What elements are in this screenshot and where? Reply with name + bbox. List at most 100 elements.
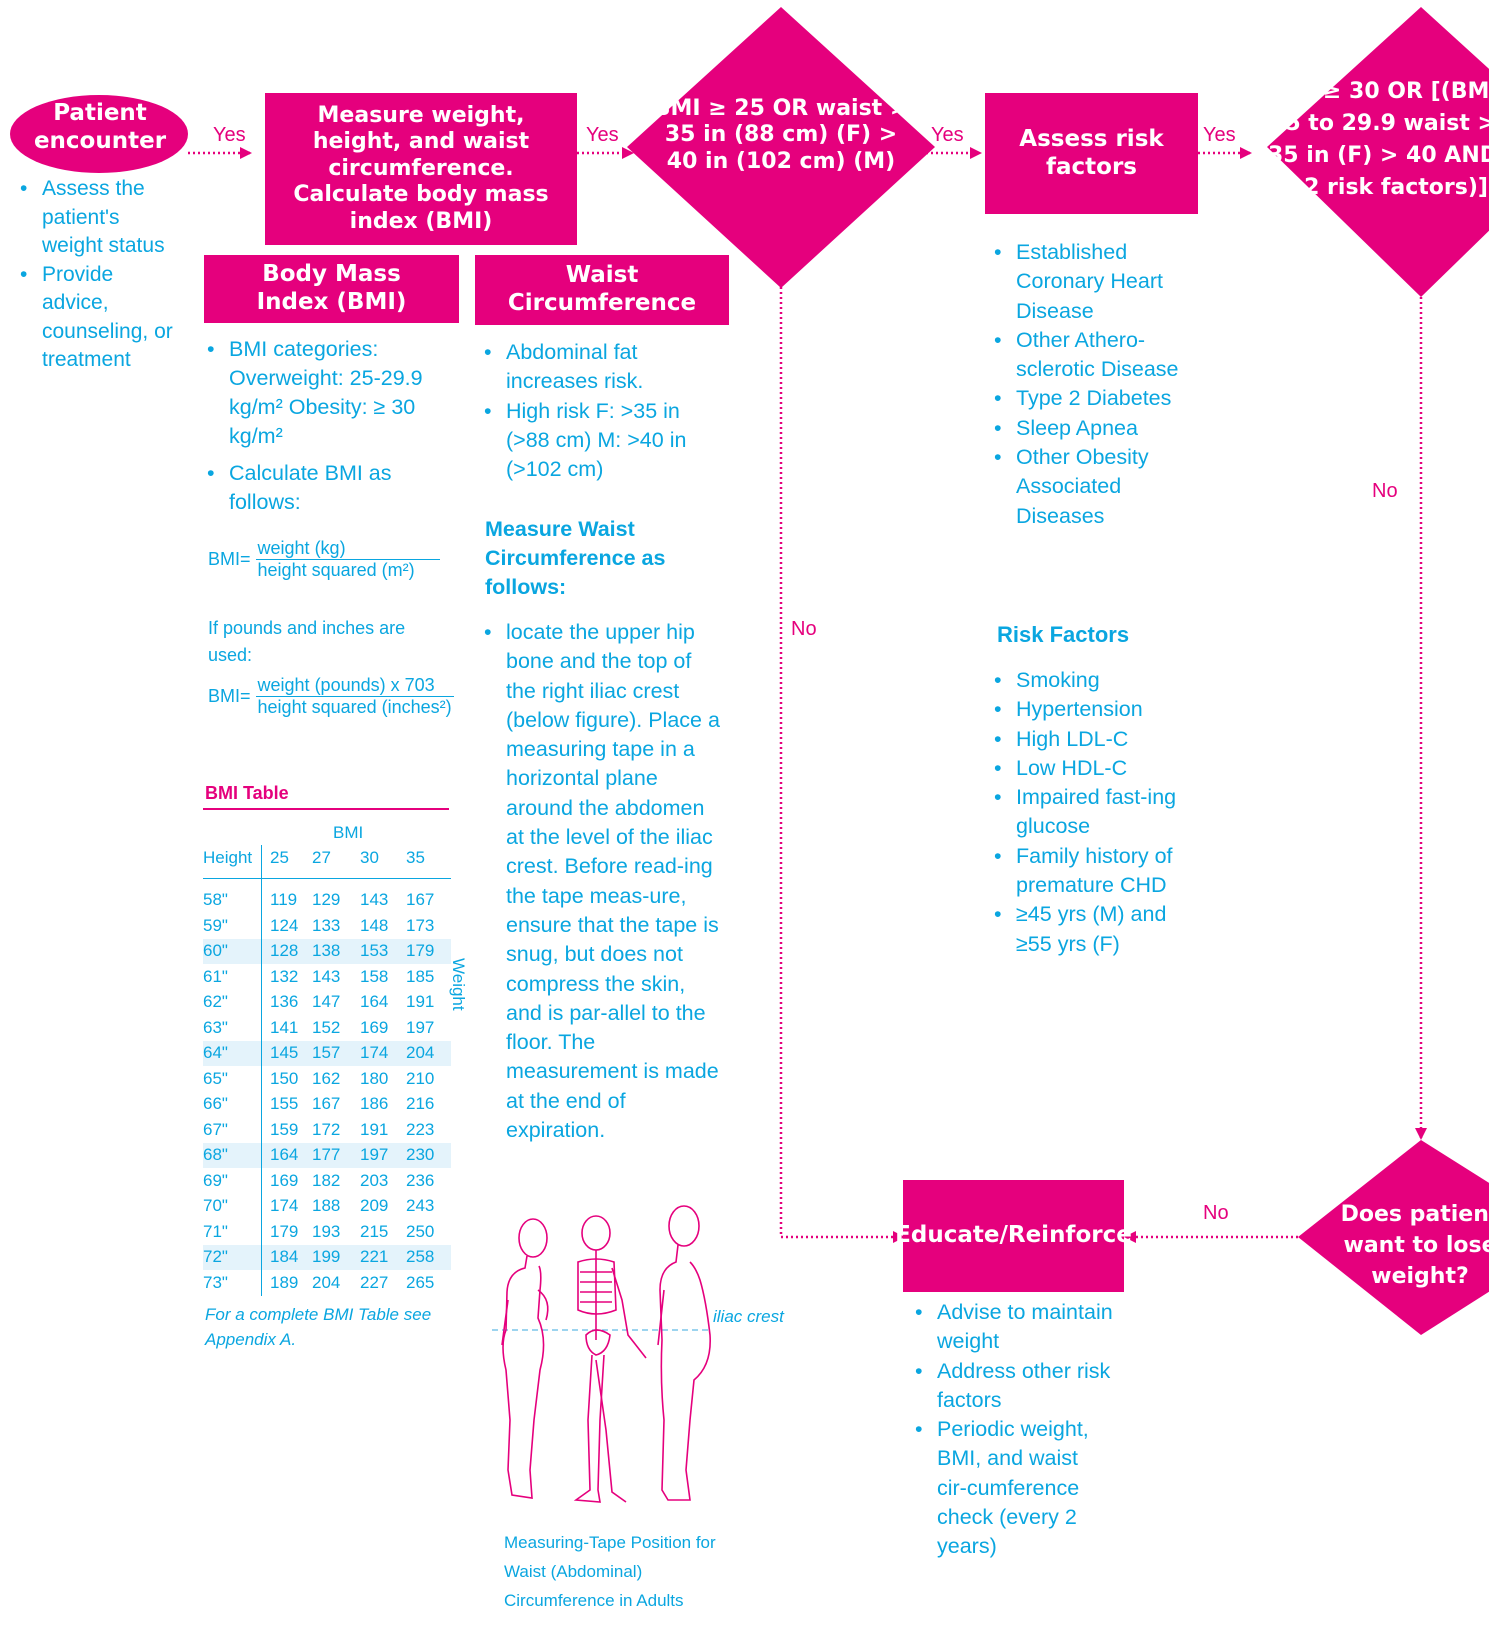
list-item: Address other risk factors bbox=[913, 1357, 1113, 1416]
weight-cell: 215 bbox=[360, 1221, 389, 1241]
weight-cell: 164 bbox=[261, 1142, 312, 1168]
height-cell: 58" bbox=[203, 890, 228, 910]
weight-cell: 216 bbox=[406, 1094, 435, 1114]
list-item: Hypertension bbox=[992, 695, 1192, 725]
height-cell: 59" bbox=[203, 915, 228, 935]
weight-cell: 169 bbox=[261, 1168, 312, 1194]
weight-cell: 184 bbox=[261, 1244, 312, 1270]
col-header: 35 bbox=[406, 847, 425, 867]
pounds-note: If pounds and inches are used: bbox=[208, 618, 406, 665]
risk-factors-heading: Risk Factors bbox=[997, 622, 1130, 647]
decision-diamond-risk bbox=[1267, 7, 1489, 297]
list-item: High risk F: >35 in (>88 cm) M: >40 in (… bbox=[482, 397, 722, 485]
no-label-diamond2: No bbox=[1372, 480, 1398, 502]
list-item: Provide advice, counseling, or treatment bbox=[18, 261, 178, 375]
waist-steps-bullets: locate the upper hip bone and the top of… bbox=[482, 618, 727, 1145]
yes-label-1: Yes bbox=[213, 124, 246, 146]
weight-cell: 174 bbox=[261, 1193, 312, 1219]
list-item: Sleep Apnea bbox=[992, 414, 1192, 444]
height-cell: 70" bbox=[203, 1196, 228, 1216]
weight-cell: 227 bbox=[360, 1272, 389, 1292]
weight-cell: 204 bbox=[312, 1272, 341, 1292]
weight-cell: 132 bbox=[261, 964, 312, 990]
bmi-table-bmi-header: BMI bbox=[333, 823, 364, 842]
weight-cell: 209 bbox=[360, 1196, 389, 1216]
weight-cell: 152 bbox=[312, 1017, 341, 1037]
weight-cell: 155 bbox=[261, 1091, 312, 1117]
weight-cell: 193 bbox=[312, 1221, 341, 1241]
height-cell: 60" bbox=[203, 938, 262, 964]
bmi-box-header: Body Mass Index (BMI) bbox=[204, 255, 459, 323]
weight-cell: 128 bbox=[261, 938, 312, 964]
patient-encounter-node bbox=[10, 95, 188, 173]
no-label-diamond3: No bbox=[1203, 1202, 1229, 1224]
weight-cell: 197 bbox=[360, 1142, 406, 1168]
height-cell: 65" bbox=[203, 1068, 228, 1088]
height-header: Height bbox=[203, 847, 253, 867]
weight-cell: 164 bbox=[360, 992, 389, 1012]
yes-label-2: Yes bbox=[586, 124, 619, 146]
height-cell: 71" bbox=[203, 1221, 228, 1241]
diamond2-text: BMI ≥ 30 OR [(BMI 25 to 29.9 waist > 35 … bbox=[1268, 79, 1489, 200]
height-cell: 63" bbox=[203, 1017, 228, 1037]
list-item: Assess the patient's weight status bbox=[18, 175, 178, 261]
weight-cell: 223 bbox=[406, 1119, 435, 1139]
col-header: 27 bbox=[312, 847, 331, 867]
list-item: Family history of premature CHD bbox=[992, 842, 1192, 901]
col-header: 30 bbox=[360, 847, 379, 867]
weight-cell: 167 bbox=[312, 1094, 341, 1114]
weight-cell: 258 bbox=[406, 1244, 451, 1270]
height-cell: 62" bbox=[203, 992, 228, 1012]
patient-encounter-title: Patient encounter bbox=[33, 100, 167, 154]
bmi-table-footnote: For a complete BMI Table see Appendix A. bbox=[205, 1305, 432, 1349]
weight-cell: 265 bbox=[406, 1272, 435, 1292]
no-label-diamond1: No bbox=[791, 618, 817, 640]
weight-cell: 174 bbox=[360, 1040, 406, 1066]
list-item: Other Obesity Associated Diseases bbox=[992, 443, 1192, 531]
weight-cell: 210 bbox=[406, 1068, 435, 1088]
list-item: Low HDL-C bbox=[992, 754, 1192, 784]
weight-cell: 153 bbox=[360, 938, 406, 964]
height-cell: 69" bbox=[203, 1170, 228, 1190]
weight-axis-label: Weight bbox=[449, 958, 468, 1011]
waist-box-title: Waist Circumference bbox=[507, 262, 697, 316]
diamond3-text: Does patient want to lose weight? bbox=[1340, 1202, 1489, 1289]
weight-cell: 148 bbox=[360, 915, 389, 935]
list-item: Abdominal fat increases risk. bbox=[482, 338, 722, 397]
weight-cell: 230 bbox=[406, 1142, 451, 1168]
weight-cell: 180 bbox=[360, 1068, 389, 1088]
weight-cell: 124 bbox=[261, 913, 312, 939]
weight-cell: 162 bbox=[312, 1068, 341, 1088]
decision-diamond-bmi-waist bbox=[627, 7, 935, 288]
bmi-box-bullets: BMI categories: Overweight: 25-29.9 kg/m… bbox=[205, 335, 440, 517]
educate-box-header: Educate/Reinforce bbox=[895, 1180, 1132, 1292]
figure-caption: Measuring-Tape Position for Waist (Abdom… bbox=[504, 1533, 716, 1610]
iliac-crest-label: iliac crest bbox=[713, 1307, 784, 1326]
weight-cell: 136 bbox=[261, 989, 312, 1015]
measure-process-box: Measure weight, height, and waist circum… bbox=[265, 93, 577, 245]
list-item: Periodic weight, BMI, and waist cir-cumf… bbox=[913, 1415, 1113, 1561]
waist-box-header: Waist Circumference bbox=[475, 255, 729, 325]
list-item: Calculate BMI as follows: bbox=[205, 459, 440, 517]
weight-cell: 172 bbox=[312, 1119, 341, 1139]
weight-cell: 182 bbox=[312, 1170, 341, 1190]
height-cell: 72" bbox=[203, 1244, 262, 1270]
waist-box-bullets: Abdominal fat increases risk. High risk … bbox=[482, 338, 722, 484]
list-item: BMI categories: Overweight: 25-29.9 kg/m… bbox=[205, 335, 440, 451]
weight-cell: 173 bbox=[406, 915, 435, 935]
height-cell: 73" bbox=[203, 1272, 228, 1292]
weight-cell: 179 bbox=[261, 1219, 312, 1245]
decision-diamond-lose-weight bbox=[1298, 1140, 1489, 1335]
weight-cell: 141 bbox=[261, 1015, 312, 1041]
weight-cell: 145 bbox=[261, 1040, 312, 1066]
bmi-formula-imperial: BMI= weight (pounds) x 703 height square… bbox=[208, 675, 454, 717]
weight-cell: 197 bbox=[406, 1017, 435, 1037]
weight-cell: 199 bbox=[312, 1244, 360, 1270]
list-item: Smoking bbox=[992, 666, 1192, 696]
